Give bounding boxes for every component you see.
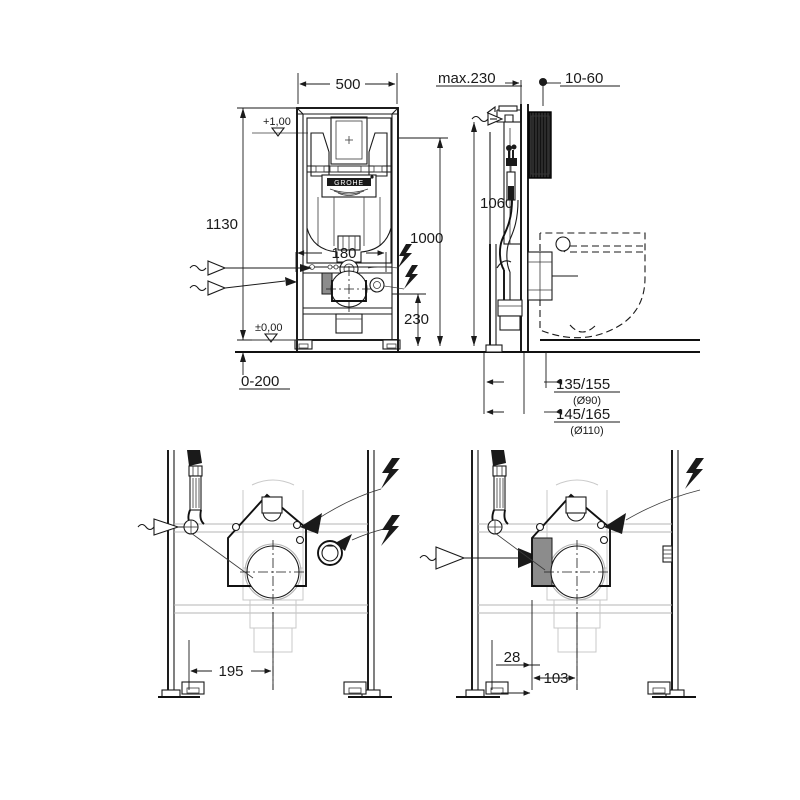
lightning-bolt-icon-front-2 bbox=[383, 265, 418, 290]
detail-left-frame bbox=[158, 450, 392, 698]
cistern-assembly-front: GROHE bbox=[306, 116, 392, 264]
wc-bowl-outline-dashed bbox=[527, 232, 700, 341]
dimension-detail-103: 103 bbox=[501, 612, 578, 696]
frame-structure-front bbox=[235, 107, 700, 353]
dimension-detail-28: 28 bbox=[491, 600, 540, 690]
dimension-height-1000: 1000 bbox=[398, 137, 448, 346]
dimension-label-500: 500 bbox=[335, 76, 360, 93]
detail-left-connector-arrow bbox=[300, 513, 322, 534]
dimension-label-1000: 1000 bbox=[410, 230, 443, 247]
detail-view-left-water-connection: 195 bbox=[137, 450, 400, 698]
level-marker-zero: ±0,00 bbox=[252, 322, 300, 343]
dimension-height-1130: 1130 bbox=[206, 107, 300, 341]
dimension-floor-0-200: 0-200 bbox=[239, 352, 290, 390]
water-supply-symbol-lower bbox=[189, 277, 297, 296]
detail-left-lightning-2 bbox=[381, 515, 400, 546]
dimension-outlet-135-155: 135/155 (Ø90) bbox=[483, 352, 620, 407]
detail-right-water-supply-arrow bbox=[419, 546, 542, 570]
dimension-label-103: 103 bbox=[543, 670, 568, 687]
water-supply-symbol-upper bbox=[189, 260, 312, 276]
dimension-label-d90: (Ø90) bbox=[573, 395, 601, 407]
dimension-label-10-60: 10-60 bbox=[565, 70, 603, 87]
dimension-label-1060: 1060 bbox=[480, 195, 513, 212]
detail-left-water-supply-arrow bbox=[137, 518, 199, 536]
flush-plate-side bbox=[528, 111, 552, 179]
dimension-label-0-200: 0-200 bbox=[241, 373, 279, 390]
dimension-outlet-145-165: 145/165 (Ø110) bbox=[483, 388, 620, 437]
dimension-width-500: 500 bbox=[297, 73, 398, 104]
dimension-label-145-165: 145/165 bbox=[556, 406, 610, 423]
dimension-label-195: 195 bbox=[218, 663, 243, 680]
detail-right-pipe-assembly bbox=[494, 479, 611, 690]
dimension-label-180: 180 bbox=[331, 245, 356, 262]
dimension-label-1130: 1130 bbox=[206, 216, 238, 233]
front-elevation-view: 500 1130 +1,00 bbox=[189, 73, 700, 390]
detail-left-lightning-1 bbox=[315, 458, 400, 521]
dimension-height-230: 230 bbox=[392, 293, 429, 346]
side-frame-profile bbox=[485, 104, 529, 353]
dimension-label-135-155: 135/155 bbox=[556, 376, 610, 393]
dimension-label-28: 28 bbox=[504, 649, 521, 666]
detail-right-frame bbox=[456, 450, 696, 698]
side-section-view: max.230 10-60 1060 bbox=[392, 70, 700, 437]
detail-right-inlet-valve bbox=[487, 450, 509, 535]
detail-right-connector-arrow bbox=[604, 489, 701, 534]
flush-connection-assembly-front bbox=[303, 259, 392, 334]
dimension-label-d110: (Ø110) bbox=[570, 425, 603, 437]
water-supply-symbol-side bbox=[471, 105, 504, 126]
dimension-label-max-230: max.230 bbox=[438, 70, 496, 87]
detail-left-inlet-valve bbox=[187, 450, 205, 527]
dimension-outlet-180: 180 bbox=[295, 245, 387, 272]
dimension-height-1060: 1060 bbox=[471, 122, 513, 346]
dimension-label-230: 230 bbox=[404, 311, 429, 328]
dimension-detail-195: 195 bbox=[188, 612, 274, 690]
detail-view-right-water-connection: 28 103 bbox=[419, 450, 704, 698]
level-label-zero: ±0,00 bbox=[255, 322, 282, 334]
detail-right-side-fitting bbox=[662, 545, 673, 563]
lightning-bolt-icon-front-1 bbox=[367, 244, 412, 269]
detail-right-lightning-1 bbox=[685, 458, 704, 489]
grohe-logo-text: GROHE bbox=[334, 180, 364, 187]
grohe-logo: GROHE bbox=[321, 174, 377, 198]
detail-left-pipe-assembly bbox=[190, 479, 307, 690]
level-label-plus-one: +1,00 bbox=[263, 116, 291, 128]
dimension-max-230: max.230 bbox=[436, 70, 522, 104]
detail-left-outlet-ring bbox=[317, 527, 389, 566]
level-marker-plus-one: +1,00 bbox=[252, 116, 308, 137]
dimension-10-60: 10-60 bbox=[539, 70, 620, 106]
inlet-valve-detail bbox=[506, 144, 517, 201]
